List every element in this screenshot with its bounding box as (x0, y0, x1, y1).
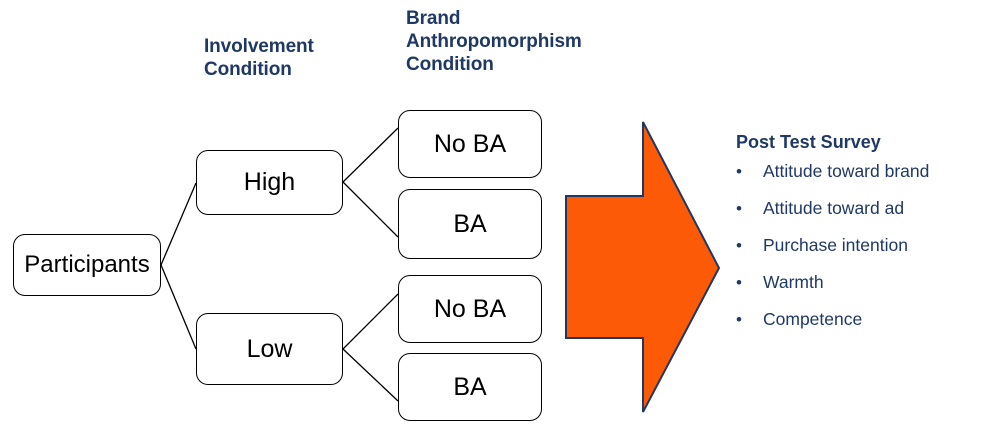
survey-item-label: Competence (763, 309, 863, 329)
bullet-icon: • (736, 199, 742, 218)
column-header-involvement-condition: Involvement Condition (204, 36, 314, 80)
survey-list-item: • Warmth (736, 272, 996, 309)
survey-item-label: Warmth (763, 272, 824, 292)
survey-title: Post Test Survey (736, 132, 881, 152)
bullet-icon: • (736, 162, 742, 181)
bullet-icon: • (736, 236, 742, 255)
node-low-no-ba[interactable]: No BA (398, 275, 542, 343)
survey-list-item: • Attitude toward ad (736, 198, 996, 235)
bullet-icon: • (736, 310, 742, 329)
survey-item-label: Purchase intention (763, 235, 908, 255)
node-participants[interactable]: Participants (13, 234, 161, 296)
survey-list-item: • Attitude toward brand (736, 161, 996, 198)
survey-list-item: • Purchase intention (736, 235, 996, 272)
node-low-ba[interactable]: BA (398, 353, 542, 421)
right-arrow-icon (565, 121, 721, 413)
survey-item-label: Attitude toward brand (763, 161, 930, 181)
post-test-survey-panel: Post Test Survey • Attitude toward brand… (736, 131, 996, 346)
node-high-involvement[interactable]: High (196, 150, 343, 215)
bullet-icon: • (736, 273, 742, 292)
survey-list-item: • Competence (736, 309, 996, 346)
node-high-no-ba[interactable]: No BA (398, 110, 542, 178)
column-header-brand-anthropomorphism-condition: Brand Anthropomorphism Condition (406, 8, 582, 75)
node-low-involvement[interactable]: Low (196, 313, 343, 385)
survey-item-label: Attitude toward ad (763, 198, 905, 218)
node-high-ba[interactable]: BA (398, 189, 542, 259)
